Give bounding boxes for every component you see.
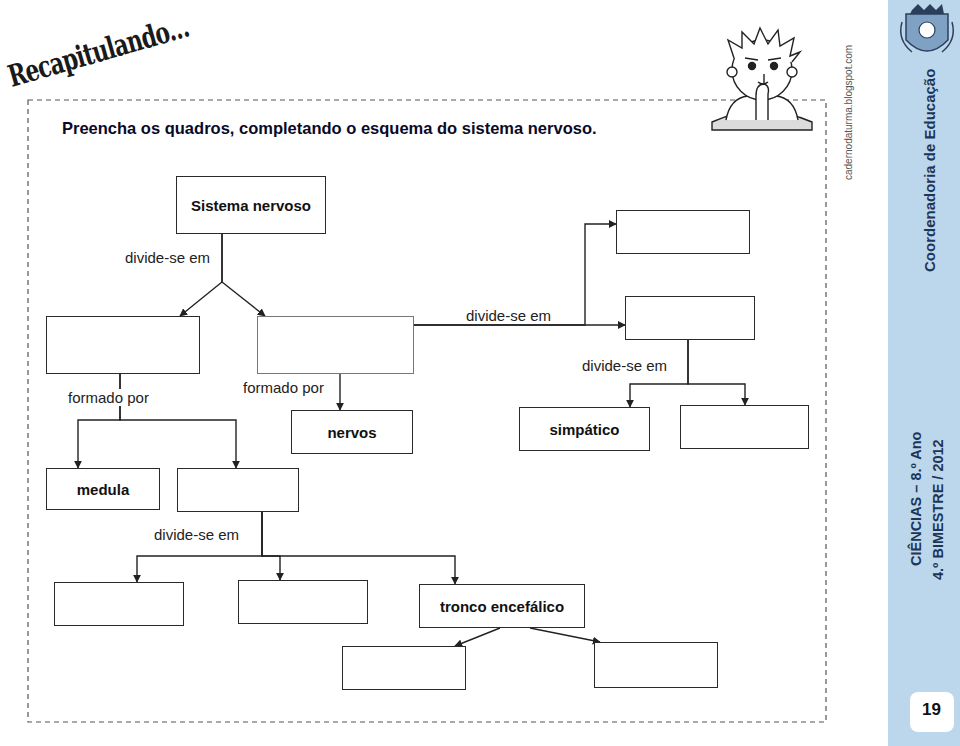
blank-box: [54, 582, 184, 626]
blank-box: [238, 580, 368, 624]
connector-arrow: [137, 512, 262, 582]
blank-box: [46, 316, 200, 374]
box-text: simpático: [543, 421, 625, 438]
edge-label: divide-se em: [580, 357, 669, 374]
instruction-title: Preencha os quadros, completando o esque…: [62, 119, 597, 138]
blank-box: [342, 646, 466, 690]
coat-of-arms: [901, 4, 954, 52]
connector-arrow: [414, 324, 625, 325]
connector-arrow: [222, 234, 265, 316]
concept-box: nervos: [291, 410, 413, 454]
connector-arrow: [414, 224, 616, 325]
connector-arrow: [688, 340, 745, 405]
edge-label: formado por: [241, 379, 326, 396]
box-text: medula: [71, 481, 136, 498]
connector-arrow: [262, 512, 280, 580]
subject-grade: CIÊNCIAS – 8.º Ano: [908, 432, 924, 566]
concept-box: tronco encefálico: [419, 584, 585, 628]
edge-label: divide-se em: [152, 526, 241, 543]
connector-arrow: [339, 374, 340, 410]
page-number: 19: [922, 700, 941, 720]
blank-box: [680, 405, 809, 449]
dashed-frame: [28, 100, 826, 722]
box-text: Sistema nervoso: [185, 197, 317, 214]
side-band: [888, 0, 960, 746]
connector-arrow: [180, 234, 222, 316]
connector-arrow: [455, 628, 500, 646]
page-number-tab: [910, 692, 954, 732]
watermark-url: cadernodaturma.blogspot.com: [843, 45, 854, 180]
blank-box: [594, 642, 718, 688]
blank-box: [177, 468, 299, 512]
edge-label: formado por: [66, 389, 151, 406]
connector-arrow: [530, 628, 600, 642]
term-year: 4.º BIMESTRE / 2012: [930, 439, 946, 580]
concept-box: simpático: [519, 407, 650, 451]
edge-label: divide-se em: [464, 307, 553, 324]
concept-box: medula: [46, 468, 160, 510]
connector-arrow: [262, 512, 455, 584]
box-text: nervos: [321, 424, 382, 441]
concept-box: Sistema nervoso: [176, 176, 326, 234]
blank-box: [257, 316, 414, 374]
box-text: tronco encefálico: [434, 598, 570, 615]
thinking-boy-cartoon: [712, 28, 812, 130]
blank-box: [616, 210, 750, 254]
blank-box: [625, 296, 755, 340]
edge-label: divide-se em: [123, 249, 212, 266]
publisher-name: Coordenadoria de Educação: [921, 69, 938, 272]
recap-heading: Recapitulando...: [4, 9, 192, 94]
